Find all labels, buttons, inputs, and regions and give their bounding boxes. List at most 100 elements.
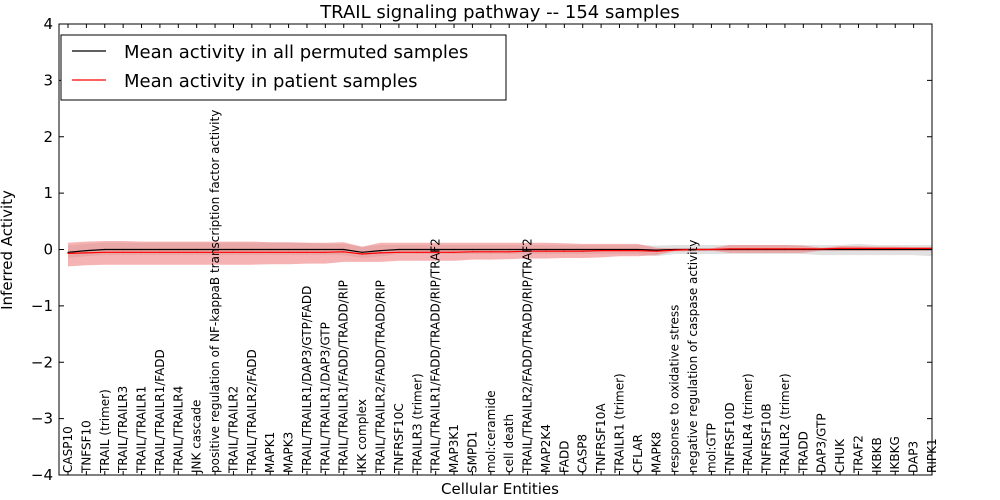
data-point-permuted bbox=[435, 248, 437, 251]
data-point-patient bbox=[435, 251, 437, 253]
y-tick-label: 3 bbox=[43, 71, 53, 89]
category-label: TRAF2 bbox=[851, 435, 865, 474]
category-label: DAP3/GTP bbox=[815, 413, 829, 473]
data-point-patient bbox=[288, 251, 290, 253]
data-point-patient bbox=[821, 248, 823, 250]
data-point-patient bbox=[894, 247, 896, 249]
category-label: TRAILR4 (trimer) bbox=[741, 373, 755, 474]
data-point-patient bbox=[618, 250, 621, 252]
category-label: DAP3 bbox=[907, 441, 921, 473]
data-point-patient bbox=[508, 251, 510, 253]
data-point-permuted bbox=[159, 248, 161, 251]
category-label: cell death bbox=[502, 414, 516, 473]
data-point-patient bbox=[177, 251, 179, 253]
category-label: MAP3K1 bbox=[447, 424, 461, 473]
data-point-patient bbox=[85, 252, 87, 254]
data-point-patient bbox=[747, 248, 749, 250]
data-point-permuted bbox=[600, 248, 602, 251]
y-tick-label: −3 bbox=[31, 410, 53, 428]
category-label: TRAIL/TRAILR2/FADD/TRADD/RIP bbox=[374, 280, 388, 474]
data-point-patient bbox=[600, 250, 602, 252]
data-point-permuted bbox=[196, 248, 198, 251]
category-label: TRAILR3 (trimer) bbox=[410, 373, 424, 474]
series-line-patient bbox=[67, 247, 932, 255]
data-point-patient bbox=[692, 248, 694, 251]
data-point-patient bbox=[527, 250, 529, 252]
data-point-patient bbox=[122, 251, 124, 253]
category-label: TNFSF10 bbox=[79, 420, 93, 474]
data-point-patient bbox=[361, 253, 363, 255]
category-label: CFLAR bbox=[631, 434, 645, 473]
category-label: TNFRSF10C bbox=[392, 403, 406, 474]
data-point-permuted bbox=[269, 248, 271, 251]
category-label: TRADD bbox=[796, 431, 810, 474]
y-tick-label: 0 bbox=[43, 241, 53, 259]
category-label: CHUK bbox=[833, 438, 847, 473]
data-point-permuted bbox=[306, 248, 308, 251]
data-point-patient bbox=[784, 248, 786, 250]
data-point-patient bbox=[324, 251, 326, 253]
legend-label-permuted: Mean activity in all permuted samples bbox=[124, 42, 468, 63]
category-label: mol:ceramide bbox=[484, 390, 498, 473]
plot-frame bbox=[58, 23, 933, 476]
data-point-permuted bbox=[398, 248, 400, 251]
data-point-patient bbox=[655, 250, 657, 252]
data-point-permuted bbox=[582, 248, 584, 251]
category-label: TRAIL/TRAILR1/DAP3/GTP bbox=[318, 322, 332, 474]
data-point-patient bbox=[490, 251, 492, 253]
data-point-permuted bbox=[361, 251, 363, 253]
data-point-permuted bbox=[343, 248, 345, 251]
chart-title: TRAIL signaling pathway -- 154 samples bbox=[319, 2, 680, 23]
data-point-patient bbox=[67, 252, 69, 254]
data-point-permuted bbox=[67, 251, 69, 253]
data-point-patient bbox=[269, 251, 271, 253]
plot-area bbox=[67, 241, 933, 267]
category-label: JNK cascade bbox=[190, 400, 204, 474]
category-label: IKBKB bbox=[870, 437, 884, 473]
category-label: IKBKG bbox=[888, 436, 902, 473]
category-label: SMPD1 bbox=[465, 431, 479, 473]
data-point-permuted bbox=[527, 248, 529, 251]
y-tick-label: −1 bbox=[31, 297, 53, 315]
data-point-patient bbox=[343, 251, 345, 253]
data-point-patient bbox=[416, 251, 418, 253]
data-point-patient bbox=[379, 252, 382, 254]
data-point-patient bbox=[582, 250, 584, 252]
legend-box bbox=[60, 34, 507, 101]
data-point-patient bbox=[857, 247, 860, 249]
category-label: MAPK1 bbox=[263, 432, 277, 473]
data-point-patient bbox=[306, 251, 308, 253]
y-axis-label: Inferred Activity bbox=[0, 190, 16, 310]
category-label: MAP2K4 bbox=[539, 424, 553, 473]
data-point-permuted bbox=[104, 248, 106, 251]
data-point-permuted bbox=[122, 248, 124, 251]
data-point-permuted bbox=[545, 248, 547, 251]
category-label: TRAIL (trimer) bbox=[98, 389, 112, 474]
category-label: TRAIL/TRAILR1 bbox=[135, 386, 149, 474]
y-tick-label: 2 bbox=[43, 128, 53, 146]
category-label: TRAIL/TRAILR3 bbox=[116, 386, 130, 474]
data-point-permuted bbox=[913, 248, 915, 251]
data-point-patient bbox=[563, 250, 565, 252]
data-point-patient bbox=[913, 247, 915, 249]
legend-label-patient: Mean activity in patient samples bbox=[124, 71, 418, 92]
category-label: TRAIL/TRAILR1/FADD/TRADD/RIP bbox=[337, 280, 351, 474]
y-tick-label: 1 bbox=[43, 184, 53, 202]
category-label: TRAIL/TRAILR2/FADD/TRADD/RIP/TRAF2 bbox=[521, 238, 535, 474]
data-point-permuted bbox=[324, 248, 326, 251]
category-label: TRAIL/TRAILR1/FADD bbox=[153, 349, 167, 474]
category-label: FADD bbox=[557, 441, 571, 474]
category-label: MAPK3 bbox=[282, 432, 296, 473]
data-point-patient bbox=[766, 248, 768, 250]
category-label: TRAIL/TRAILR2/FADD bbox=[245, 349, 259, 474]
category-label: response to oxidative stress bbox=[668, 305, 682, 473]
data-point-permuted bbox=[471, 248, 473, 251]
category-label: TNFRSF10B bbox=[760, 403, 774, 474]
data-point-permuted bbox=[85, 250, 87, 252]
data-point-patient bbox=[710, 248, 713, 251]
data-point-permuted bbox=[416, 248, 418, 251]
data-point-permuted bbox=[379, 250, 382, 252]
data-point-permuted bbox=[490, 248, 492, 251]
